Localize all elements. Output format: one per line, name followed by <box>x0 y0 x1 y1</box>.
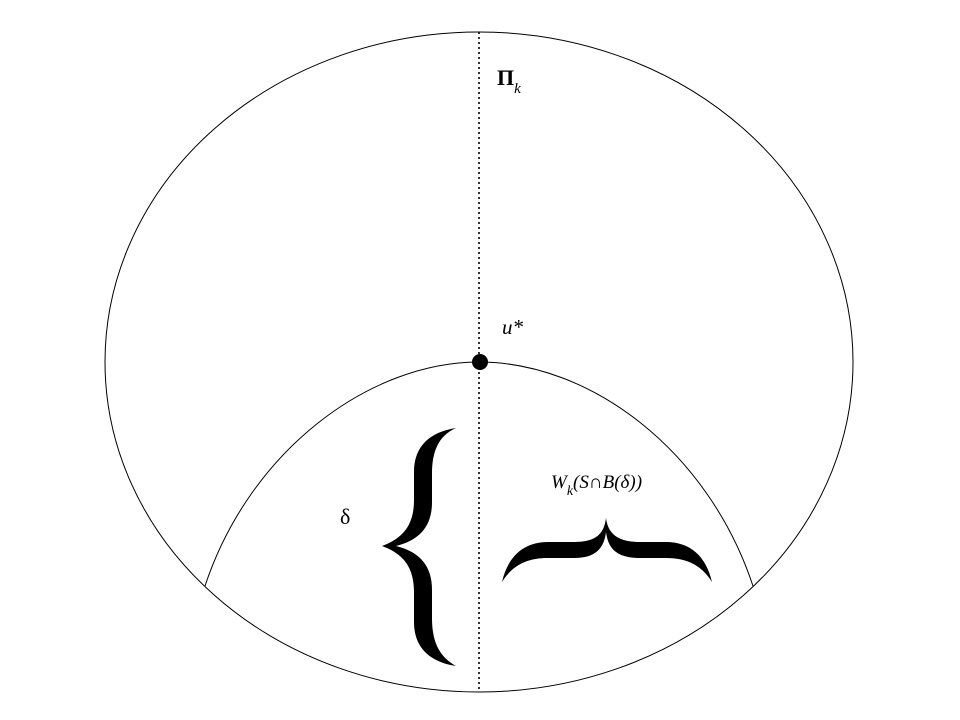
delta-label: δ <box>340 504 350 529</box>
horizontal-brace <box>502 518 712 582</box>
set-label-sub: k <box>567 484 574 499</box>
set-label-rest: (S∩B(δ)) <box>573 472 642 493</box>
vertical-brace <box>382 428 456 666</box>
set-label-main: W <box>551 472 569 493</box>
point-label: u* <box>502 315 524 339</box>
plane-label-sub: k <box>514 81 521 97</box>
set-label: Wk(S∩B(δ)) <box>551 472 642 499</box>
point-u-star <box>472 354 488 370</box>
plane-label-main: Π <box>497 65 514 90</box>
plane-label: Πk <box>497 65 521 97</box>
